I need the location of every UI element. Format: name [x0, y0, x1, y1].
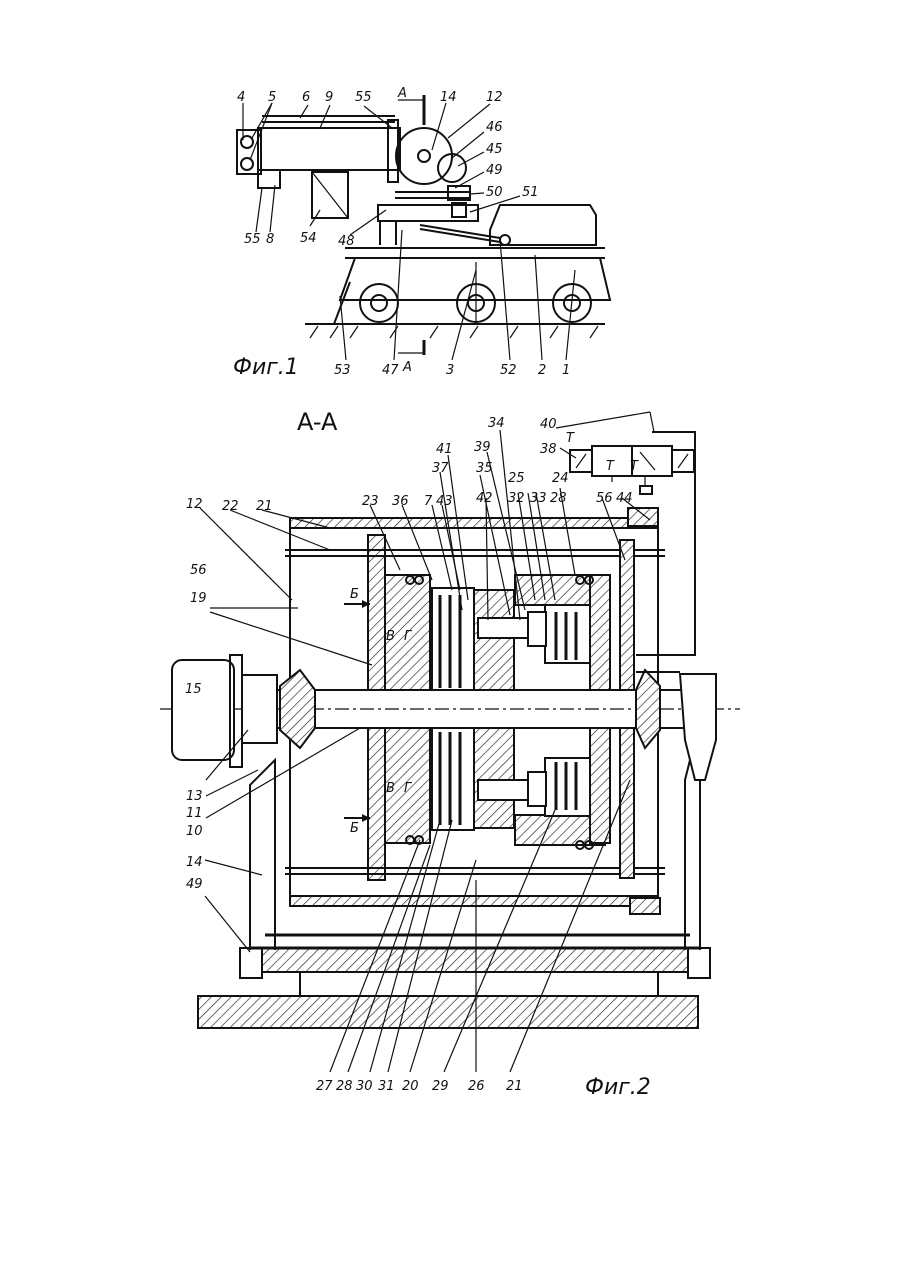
fig2-label: 14 — [186, 855, 203, 870]
fig2-label: 26 — [468, 1079, 485, 1094]
fig2-label: 29 — [432, 1079, 449, 1094]
fig2-label: 37 — [432, 461, 449, 476]
fig2-label: 39 — [474, 440, 491, 455]
fig2-label: 34 — [488, 416, 505, 431]
fig2-label: 25 — [508, 471, 525, 486]
fig2-label: 32 — [508, 491, 525, 506]
fig1-label: 1 — [562, 363, 570, 378]
track-frame — [340, 258, 610, 300]
fig1-label: 48 — [338, 234, 355, 249]
fig2-label: 30 — [356, 1079, 373, 1094]
motor — [172, 660, 234, 760]
fig1-label: 3 — [446, 363, 454, 378]
fig1-label: 5 — [268, 90, 276, 105]
fig2-label: 56 — [190, 563, 207, 578]
fig2-label: 36 — [392, 494, 409, 509]
fig1-drawing: 4 5 6 9 55 A 14 12 46 45 49 50 51 55 8 5… — [233, 86, 610, 380]
fig1-leaders — [243, 103, 575, 360]
fig2-label: 15 — [185, 682, 202, 697]
fig1-label: 4 — [237, 90, 245, 105]
valve-mark: T — [630, 459, 639, 474]
fig2-label: 38 — [540, 442, 557, 457]
fig2-label: 44 — [616, 491, 633, 506]
fig1-label: 54 — [300, 231, 317, 246]
fig2-label: 28 — [336, 1079, 353, 1094]
cabin — [490, 205, 596, 245]
fig1-label: 47 — [382, 363, 399, 378]
fig2-label: 40 — [540, 417, 557, 432]
fig1-label: 8 — [266, 232, 274, 247]
fig2-label: 43 — [436, 494, 453, 509]
fig2-label: 49 — [186, 877, 203, 892]
ground-hatching — [310, 326, 598, 338]
fig1-label: A — [397, 86, 407, 101]
fig2-drawing: A-A — [160, 408, 740, 1100]
fig2-caption: Фиг.2 — [585, 1075, 651, 1100]
base-plate — [198, 996, 698, 1028]
fig2-label: 31 — [378, 1079, 395, 1094]
frame-right-leg — [685, 760, 700, 950]
fig2-label: 56 — [596, 491, 613, 506]
fig1-label: A — [402, 360, 412, 375]
fig2-label: 20 — [402, 1079, 419, 1094]
left-disc-lower — [368, 728, 385, 880]
fig2-label: 12 — [186, 497, 203, 512]
frame-base — [240, 948, 710, 972]
fig2-label: 22 — [222, 499, 239, 514]
fig2-label: 23 — [362, 494, 379, 509]
frame-left-leg — [250, 760, 275, 950]
fig1-label: 55 — [355, 90, 372, 105]
flow-letter: Б — [350, 587, 359, 602]
boom-arm — [258, 128, 400, 170]
fig2-label: 33 — [530, 491, 547, 506]
fig2-label: 13 — [186, 789, 203, 804]
fig1-label: 50 — [486, 185, 503, 200]
fig1-label: 12 — [486, 90, 503, 105]
fig1-label: 52 — [500, 363, 517, 378]
flow-letter: В — [386, 781, 395, 796]
fig1-label: 51 — [522, 185, 539, 200]
fig1-label: 6 — [302, 90, 310, 105]
fig1-label: 55 — [244, 232, 261, 247]
fig2-label: 27 — [316, 1079, 333, 1094]
flow-letter: Б — [350, 821, 359, 836]
fig2-label: 19 — [190, 591, 207, 606]
valve-mark: T — [606, 459, 615, 474]
fig2-label: 7 — [424, 494, 433, 509]
fig1-label: 53 — [334, 363, 351, 378]
left-disc-upper — [368, 535, 385, 690]
fig2-label: 21 — [256, 499, 273, 514]
fig2-label: 35 — [476, 461, 493, 476]
fig2-label: 24 — [552, 471, 569, 486]
spring-lower — [478, 780, 528, 800]
fig1-label: 9 — [325, 90, 333, 105]
fig1-caption: Фиг.1 — [233, 355, 299, 380]
fig2-label: 41 — [436, 442, 453, 457]
flow-letter: В — [386, 629, 395, 644]
fig2-label: 21 — [506, 1079, 523, 1094]
fig1-label: 2 — [538, 363, 546, 378]
right-bearing — [680, 674, 716, 780]
fig2-label: 28 — [550, 491, 567, 506]
fig2-label: 11 — [186, 806, 203, 821]
fig1-label: 45 — [486, 142, 503, 157]
valve-mark: T — [566, 431, 575, 446]
fig1-label: 46 — [486, 120, 503, 135]
fig1-label: 49 — [486, 163, 503, 178]
fig1-label: 14 — [440, 90, 457, 105]
fig2-label: 10 — [186, 824, 203, 839]
fig2-label: 42 — [476, 491, 493, 506]
spring-upper — [478, 618, 528, 638]
section-title: A-A — [297, 408, 338, 436]
